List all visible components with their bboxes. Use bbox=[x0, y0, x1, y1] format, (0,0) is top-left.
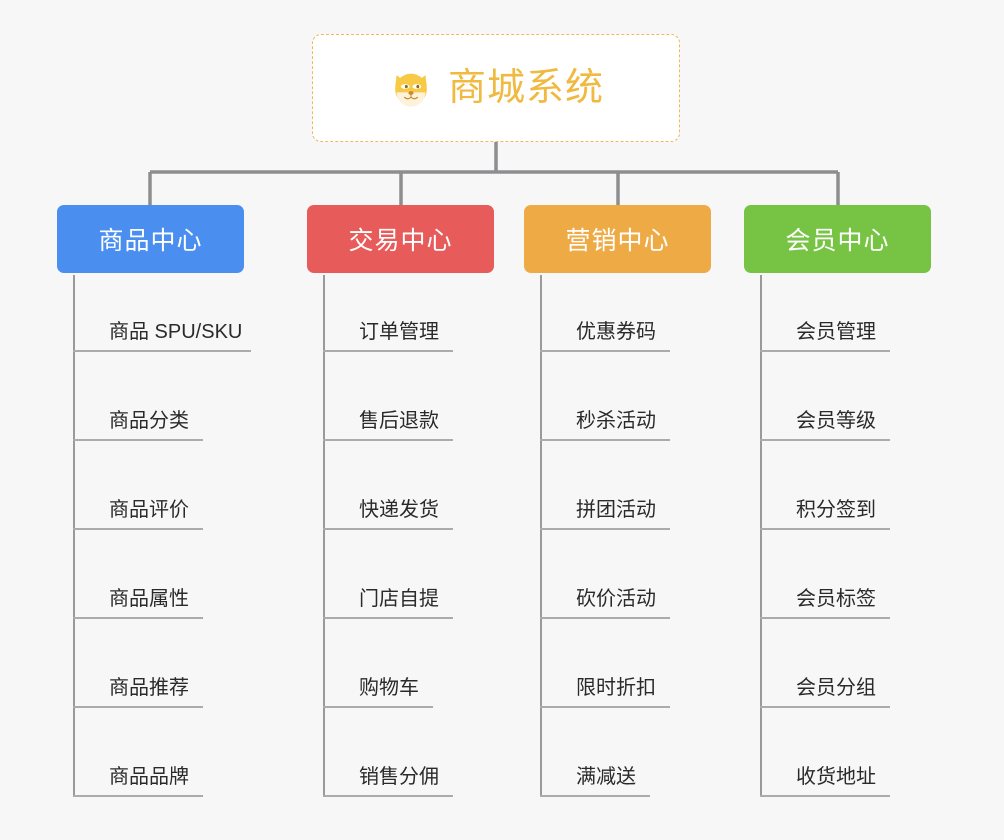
leaf-item-label: 限时折扣 bbox=[576, 677, 656, 699]
leaf-item-underline bbox=[540, 350, 670, 352]
leaf-item-underline bbox=[760, 795, 890, 797]
leaf-item-underline bbox=[323, 439, 453, 441]
leaf-item-label: 会员标签 bbox=[796, 588, 876, 610]
category-label: 交易中心 bbox=[348, 227, 453, 255]
leaf-item-label: 快递发货 bbox=[359, 499, 439, 521]
leaf-item-underline bbox=[760, 528, 890, 530]
leaf-item-label: 商品评价 bbox=[109, 499, 189, 521]
category-label: 商品中心 bbox=[98, 227, 203, 255]
leaf-item-underline bbox=[73, 350, 251, 352]
leaf-item-underline bbox=[323, 617, 453, 619]
leaf-item-underline bbox=[73, 439, 203, 441]
branch-spine bbox=[323, 275, 325, 797]
leaf-item-label: 会员管理 bbox=[796, 321, 876, 343]
leaf-item-underline bbox=[73, 795, 203, 797]
leaf-item-underline bbox=[73, 528, 203, 530]
leaf-item-label: 秒杀活动 bbox=[576, 410, 656, 432]
category-box-2[interactable]: 交易中心 bbox=[307, 205, 494, 273]
leaf-item-label: 会员等级 bbox=[796, 410, 876, 432]
leaf-item-label: 砍价活动 bbox=[576, 588, 656, 610]
leaf-item-underline bbox=[73, 617, 203, 619]
dog-face-icon bbox=[395, 73, 427, 107]
branch-spine bbox=[540, 275, 542, 797]
category-box-1[interactable]: 商品中心 bbox=[57, 205, 244, 273]
leaf-item-underline bbox=[760, 706, 890, 708]
leaf-item-underline bbox=[323, 795, 453, 797]
leaf-item-label: 销售分佣 bbox=[359, 766, 439, 788]
category-label: 会员中心 bbox=[785, 227, 890, 255]
leaf-item-label: 会员分组 bbox=[796, 677, 876, 699]
leaf-item-label: 收货地址 bbox=[796, 766, 876, 788]
leaf-item-underline bbox=[540, 617, 670, 619]
leaf-item-underline bbox=[323, 350, 453, 352]
leaf-item-label: 商品分类 bbox=[109, 410, 189, 432]
leaf-item-underline bbox=[540, 706, 670, 708]
leaf-item-label: 订单管理 bbox=[359, 321, 439, 343]
leaf-item-underline bbox=[323, 706, 433, 708]
branch-spine bbox=[760, 275, 762, 797]
leaf-item-underline bbox=[540, 439, 670, 441]
leaf-item-underline bbox=[73, 706, 203, 708]
leaf-item-label: 购物车 bbox=[359, 677, 419, 699]
leaf-item-label: 商品 SPU/SKU bbox=[109, 321, 243, 343]
leaf-item-underline bbox=[323, 528, 453, 530]
leaf-item-label: 优惠券码 bbox=[576, 321, 656, 343]
leaf-item-underline bbox=[760, 617, 890, 619]
category-box-4[interactable]: 会员中心 bbox=[744, 205, 931, 273]
category-label: 营销中心 bbox=[565, 227, 670, 255]
leaf-item-label: 商品品牌 bbox=[109, 766, 189, 788]
root-title: 商城系统 bbox=[447, 67, 604, 109]
leaf-item-label: 售后退款 bbox=[359, 410, 439, 432]
branch-spine bbox=[73, 275, 75, 797]
leaf-item-label: 拼团活动 bbox=[576, 499, 656, 521]
leaf-item-underline bbox=[540, 795, 650, 797]
leaf-item-underline bbox=[540, 528, 670, 530]
category-box-3[interactable]: 营销中心 bbox=[524, 205, 711, 273]
leaf-item-underline bbox=[760, 350, 890, 352]
leaf-item-label: 商品属性 bbox=[109, 588, 189, 610]
root-node[interactable]: 商城系统 bbox=[312, 34, 680, 142]
leaf-item-underline bbox=[760, 439, 890, 441]
leaf-item-label: 满减送 bbox=[576, 766, 636, 788]
leaf-item-label: 商品推荐 bbox=[109, 677, 189, 699]
leaf-item-label: 积分签到 bbox=[796, 499, 876, 521]
leaf-item-label: 门店自提 bbox=[359, 588, 439, 610]
